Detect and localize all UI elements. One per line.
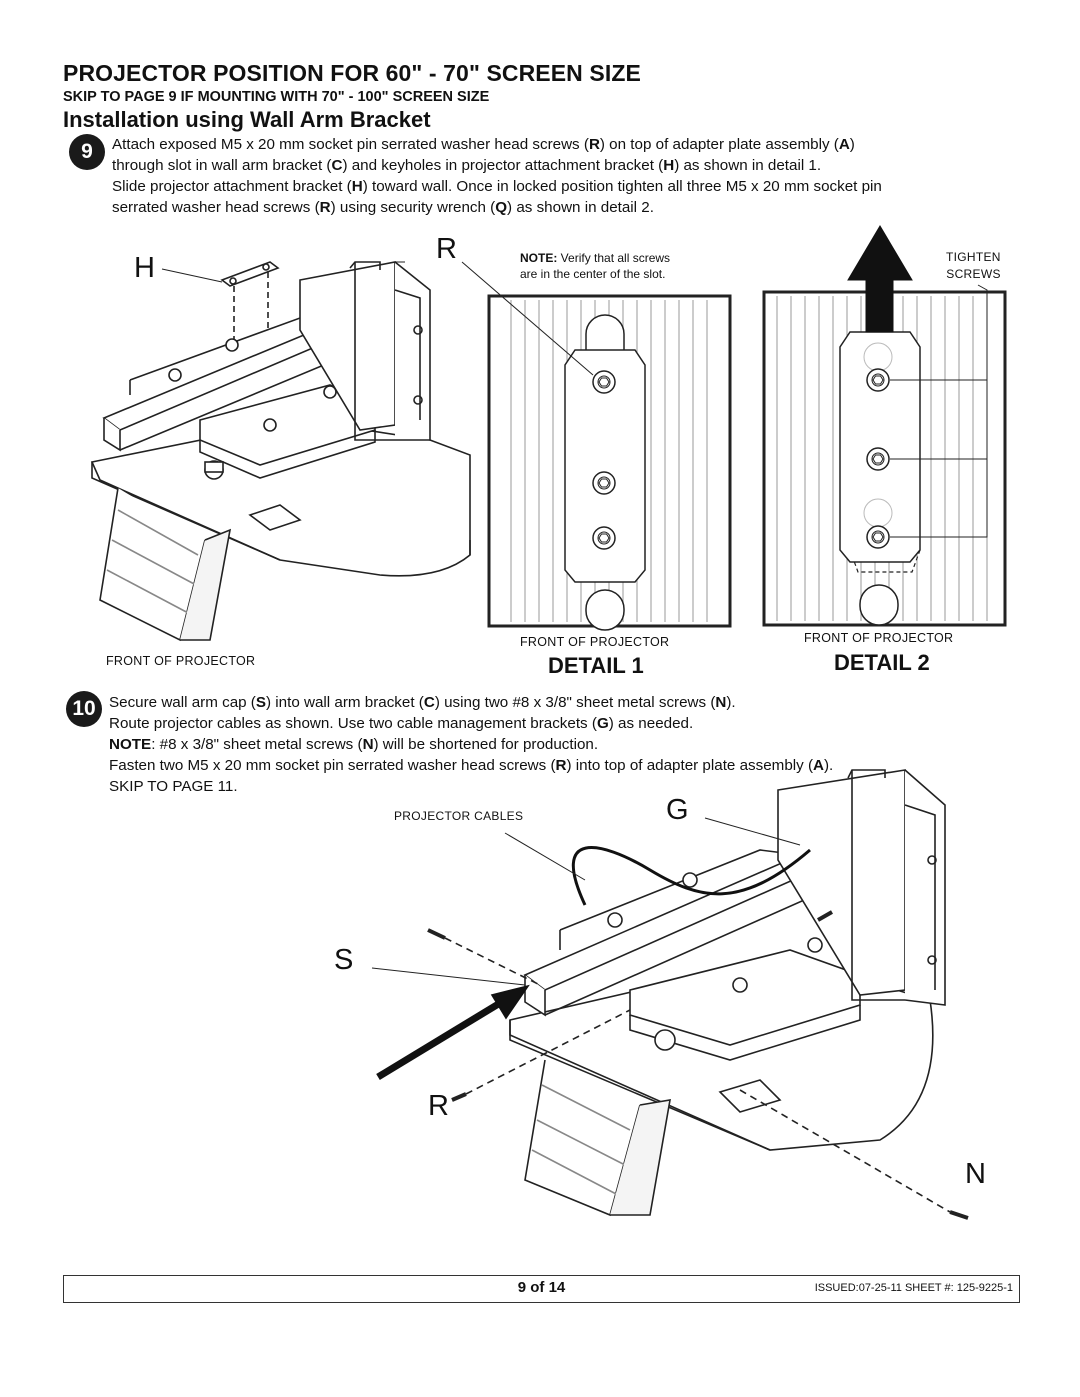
screw-icon <box>866 525 890 549</box>
step-9-line: serrated washer head screws (R) using se… <box>112 199 654 216</box>
callout-n: N <box>965 1158 986 1190</box>
projector-cables-label: PROJECTOR CABLES <box>394 809 524 823</box>
step-10-badge: 10 <box>66 691 102 727</box>
step-10-line: NOTE: #8 x 3/8" sheet metal screws (N) w… <box>109 736 599 753</box>
detail-1-note: NOTE: Verify that all screws are in the … <box>520 251 671 281</box>
screw-icon <box>592 370 616 394</box>
figure-2-mount <box>371 769 969 1220</box>
step-9-line: Slide projector attachment bracket (H) t… <box>112 178 882 195</box>
callout-r-2: R <box>428 1090 449 1122</box>
step-10-line: Route projector cables as shown. Use two… <box>109 715 694 732</box>
sheet-info: ISSUED:07-25-11 SHEET #: 125-9225-1 <box>814 1282 1013 1294</box>
callout-s: S <box>334 944 354 976</box>
step-10-line: SKIP TO PAGE 11. <box>109 778 238 795</box>
arrow-icon <box>490 984 530 1020</box>
screw-icon <box>866 447 890 471</box>
screw-icon <box>866 368 890 392</box>
callout-g: G <box>666 794 689 826</box>
screw-icon <box>592 526 616 550</box>
skip-note: SKIP TO PAGE 9 IF MOUNTING WITH 70" - 10… <box>63 89 490 105</box>
detail-1-front-label: FRONT OF PROJECTOR <box>520 635 670 649</box>
screw-icon <box>592 471 616 495</box>
page-title: PROJECTOR POSITION FOR 60" - 70" SCREEN … <box>63 60 641 86</box>
section-heading: Installation using Wall Arm Bracket <box>63 107 431 132</box>
figure-1-mount <box>90 261 471 642</box>
callout-r: R <box>436 233 457 265</box>
detail-2-drawing <box>762 225 1007 627</box>
page-number: 9 of 14 <box>517 1279 566 1296</box>
step-10-line: Secure wall arm cap (S) into wall arm br… <box>109 694 736 711</box>
step-9-text: Attach exposed M5 x 20 mm socket pin ser… <box>112 134 882 218</box>
detail-1-title: DETAIL 1 <box>548 653 644 678</box>
step-9-line: through slot in wall arm bracket (C) and… <box>112 157 822 174</box>
step-10-line: Fasten two M5 x 20 mm socket pin serrate… <box>109 757 834 774</box>
detail-1-drawing <box>461 261 732 631</box>
tighten-screws-label: TIGHTEN SCREWS <box>946 250 1001 281</box>
step-9-line: Attach exposed M5 x 20 mm socket pin ser… <box>112 136 855 153</box>
arrow-up-icon <box>847 225 913 333</box>
step-10-text: Secure wall arm cap (S) into wall arm br… <box>109 692 833 797</box>
step-9-badge: 9 <box>69 134 105 170</box>
detail-2-front-label: FRONT OF PROJECTOR <box>804 631 954 645</box>
callout-h: H <box>134 252 155 284</box>
figure-1-front-label: FRONT OF PROJECTOR <box>106 654 256 668</box>
page-footer: 9 of 14 ISSUED:07-25-11 SHEET #: 125-922… <box>63 1275 1020 1303</box>
detail-2-title: DETAIL 2 <box>834 650 930 675</box>
